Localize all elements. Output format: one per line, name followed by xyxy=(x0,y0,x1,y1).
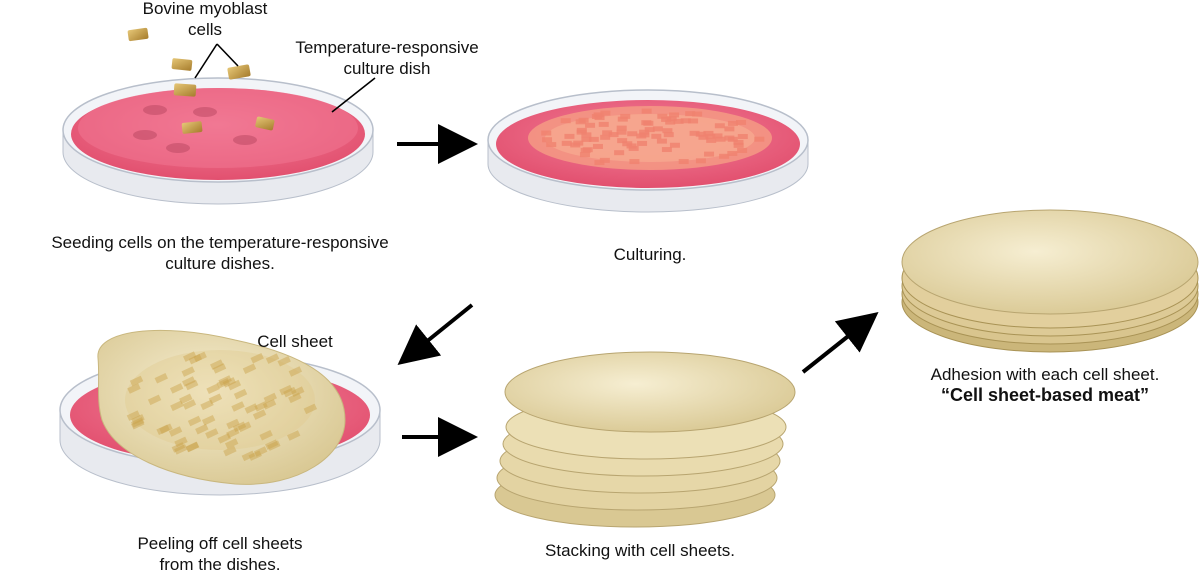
step-culturing-caption: Culturing. xyxy=(560,244,740,265)
step-stacking-line: Stacking with cell sheets. xyxy=(500,540,780,561)
dish-label: Temperature-responsive culture dish xyxy=(262,37,512,79)
step-peeling-line1: Peeling off cell sheets xyxy=(90,533,350,554)
step-seeding-caption: Seeding cells on the temperature-respons… xyxy=(0,232,440,274)
bovine-myoblast-label: Bovine myoblast cells xyxy=(130,0,280,40)
bovine-myoblast-line1: Bovine myoblast xyxy=(130,0,280,19)
stacked-sheets xyxy=(495,352,795,527)
bovine-myoblast-line2: cells xyxy=(130,19,280,40)
cell-sheet-meat xyxy=(902,210,1198,352)
step-seeding-line2: culture dishes. xyxy=(0,253,440,274)
arrow-culturing-to-peeling xyxy=(410,305,472,355)
arrow-stacking-to-meat xyxy=(803,322,866,372)
cell-sheet-label-text: Cell sheet xyxy=(230,331,360,352)
step-culturing-line: Culturing. xyxy=(560,244,740,265)
culturing-dish xyxy=(488,90,808,212)
dish-label-line1: Temperature-responsive xyxy=(262,37,512,58)
dish-label-line2: culture dish xyxy=(262,58,512,79)
step-adhesion-line2: “Cell sheet-based meat” xyxy=(890,385,1200,406)
step-stacking-caption: Stacking with cell sheets. xyxy=(500,540,780,561)
step-adhesion-caption: Adhesion with each cell sheet. “Cell she… xyxy=(890,364,1200,406)
cell-sheet-label: Cell sheet xyxy=(230,331,360,352)
seeding-dish xyxy=(63,78,373,204)
step-peeling-line2: from the dishes. xyxy=(90,554,350,575)
step-seeding-line1: Seeding cells on the temperature-respons… xyxy=(0,232,440,253)
step-adhesion-line1: Adhesion with each cell sheet. xyxy=(890,364,1200,385)
step-peeling-caption: Peeling off cell sheets from the dishes. xyxy=(90,533,350,575)
